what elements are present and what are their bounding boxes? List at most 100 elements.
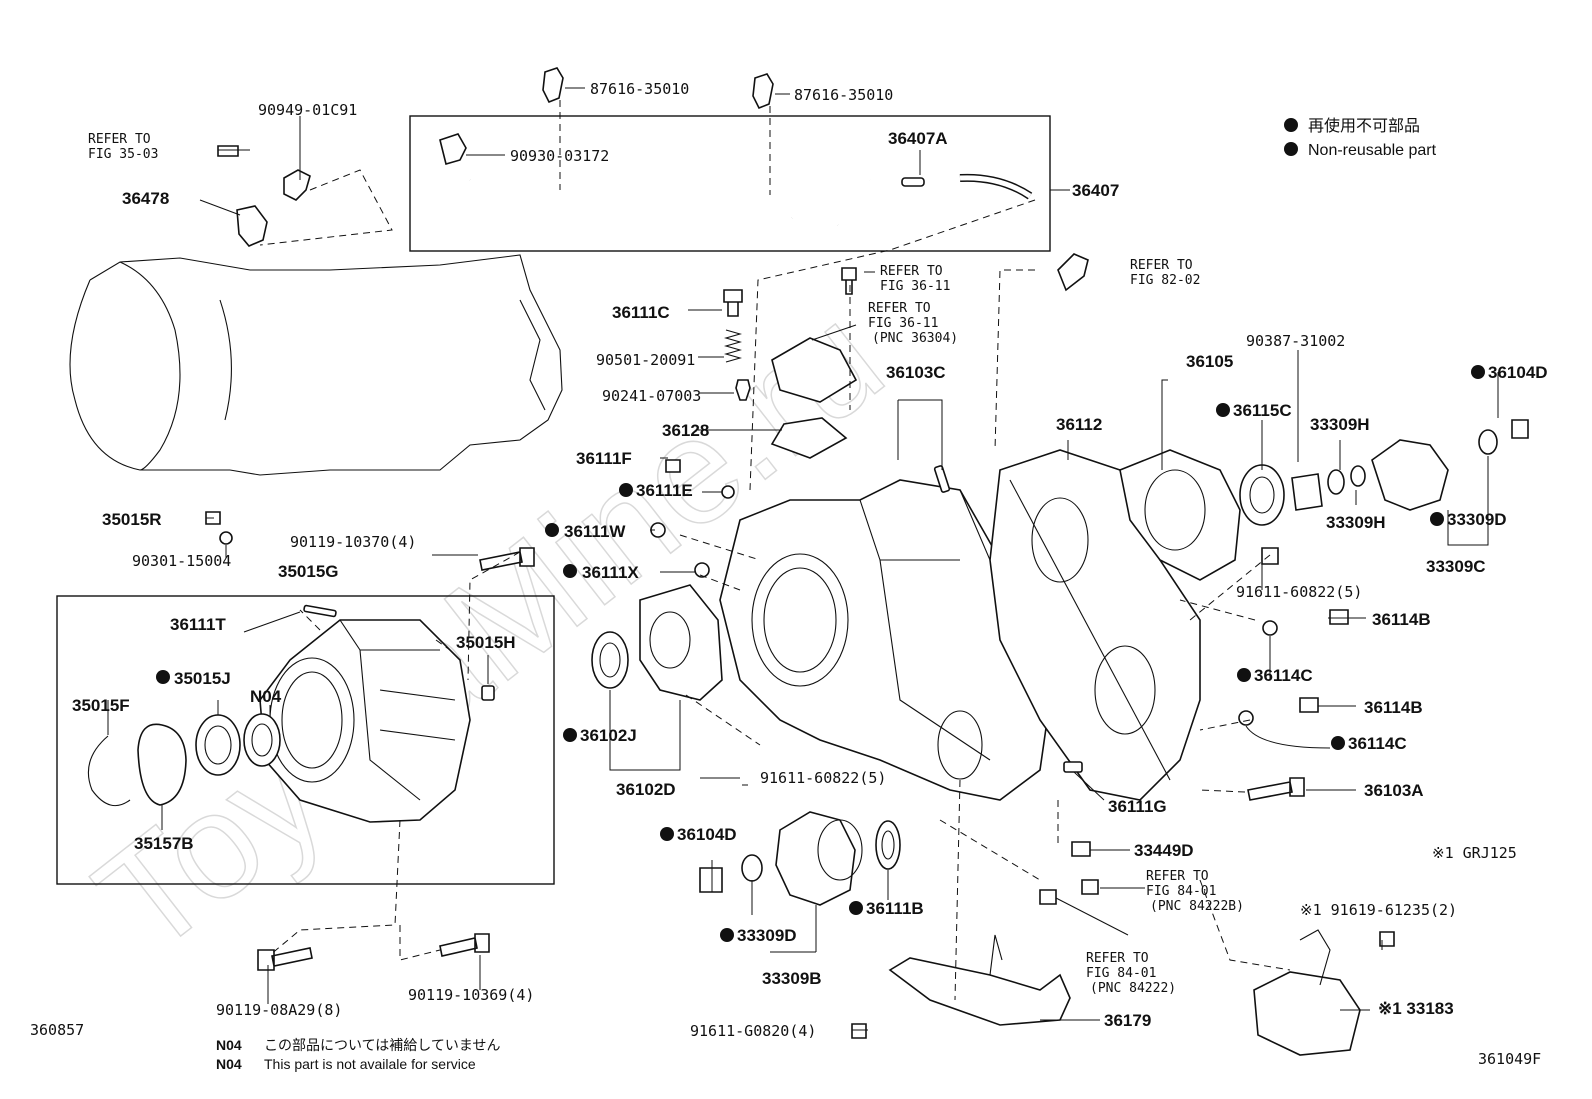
diagram-id-right: 361049F <box>1478 1050 1541 1068</box>
label-36111E: 36111E <box>636 481 693 500</box>
bolt-36103A <box>1247 777 1305 801</box>
bolt-33449D <box>1071 841 1091 857</box>
label-33449D: 33449D <box>1134 841 1194 860</box>
rear-output-housing-36105 <box>1119 449 1241 581</box>
bullet-icon <box>545 523 559 537</box>
gasket-36111X <box>694 562 710 578</box>
label-35015R: 35015R <box>102 510 162 529</box>
legend-bullet-icon <box>1284 118 1298 132</box>
label-33183: ※1 33183 <box>1378 999 1454 1018</box>
oil-seal-36102J <box>591 631 629 689</box>
spacer-90387 <box>1291 473 1323 511</box>
snap-ring-35015F <box>87 735 131 807</box>
clamp-90949 <box>283 169 311 201</box>
ref-36-11-a-l2: FIG 36-11 <box>880 279 950 294</box>
ref-36-11-b-l3: (PNC 36304) <box>872 331 958 346</box>
bullet-icon <box>1237 668 1251 682</box>
ref-36-11-b-l2: FIG 36-11 <box>868 316 938 331</box>
label-90501: 90501-20091 <box>596 351 695 369</box>
leader-lines <box>107 87 1499 1031</box>
gasket-36114C-1 <box>1262 620 1278 636</box>
label-36103C: 36103C <box>886 363 946 382</box>
label-33309Hb: 33309H <box>1326 513 1386 532</box>
diagram-id-left: 360857 <box>30 1021 84 1039</box>
label-36104Db: 36104D <box>677 825 737 844</box>
transmission-mount-33183 <box>1253 929 1361 1056</box>
washer-33309D-2 <box>741 854 763 882</box>
label-36103A: 36103A <box>1364 781 1424 800</box>
label-90930: 90930-03172 <box>510 147 609 165</box>
label-90241: 90241-07003 <box>602 387 701 405</box>
refer-annotations: REFER TO FIG 35-03 REFER TO FIG 36-11 RE… <box>88 132 1244 996</box>
extension-housing <box>259 619 471 823</box>
bolt-90119-10369 <box>439 933 490 957</box>
bullet-icon <box>563 564 577 578</box>
label-36114Ca: 36114C <box>1254 666 1313 685</box>
bolt-36114B-1 <box>1329 609 1349 625</box>
bearing-36115C <box>1239 464 1285 526</box>
label-36104Da: 36104D <box>1488 363 1548 382</box>
ref-84-01-a-l2: FIG 84-01 <box>1146 884 1216 899</box>
ref-84-01-b-l3: (PNC 84222) <box>1090 981 1176 996</box>
bullet-icon <box>619 483 633 497</box>
legend-en: Non-reusable part <box>1308 142 1437 159</box>
gasket-90301 <box>219 531 233 545</box>
ball-90241 <box>735 379 751 401</box>
bolt-84222B <box>1081 879 1099 895</box>
label-N04: N04 <box>250 687 282 706</box>
bolt-84222 <box>1039 889 1057 905</box>
pin-36111T <box>303 604 337 618</box>
bolt-35-03 <box>217 145 239 157</box>
label-90119c: 90119-08A29(8) <box>216 1001 342 1019</box>
bolt-36114B-2 <box>1299 697 1319 713</box>
ref-36-11-b-l1: REFER TO <box>868 301 931 316</box>
note-code-jp: N04 <box>216 1037 242 1053</box>
ref-84-01-a-l1: REFER TO <box>1146 869 1209 884</box>
dust-cover-35157B <box>137 723 187 806</box>
ref-82-02-l2: FIG 82-02 <box>1130 273 1200 288</box>
transfer-protector-36179 <box>888 934 1071 1026</box>
oil-seal-35015J <box>195 714 241 776</box>
bullet-icon <box>1430 512 1444 526</box>
nut-36104D-2 <box>699 867 723 893</box>
label-35015J: 35015J <box>174 669 231 688</box>
note-text-jp: この部品については補給していません <box>264 1037 500 1053</box>
non-reusable-markers <box>156 365 1485 942</box>
bullet-icon <box>849 901 863 915</box>
label-36114Cb: 36114C <box>1348 734 1407 753</box>
label-36407A: 36407A <box>888 129 948 148</box>
footnote-grj125: ※1 GRJ125 <box>1432 844 1517 862</box>
hose-assembly-box <box>409 115 1051 252</box>
label-36111X: 36111X <box>582 563 639 582</box>
bracket-36478 <box>236 205 268 247</box>
label-90949: 90949-01C91 <box>258 101 357 119</box>
label-90301: 90301-15004 <box>132 552 231 570</box>
label-35015H: 35015H <box>456 633 516 652</box>
pin-36111G <box>1063 761 1083 773</box>
gasket-36114C-2 <box>1238 710 1254 726</box>
label-36114Ba: 36114B <box>1372 610 1431 629</box>
label-91611b: 91611-60822(5) <box>1236 583 1362 601</box>
label-90119a: 90119-10370(4) <box>290 533 416 551</box>
note-code-en: N04 <box>216 1056 242 1072</box>
extension-housing-box <box>56 595 555 885</box>
label-36111T: 36111T <box>170 615 226 634</box>
label-36102J: 36102J <box>580 726 637 745</box>
label-33309B: 33309B <box>762 969 822 988</box>
bullet-icon <box>660 827 674 841</box>
legend-jp: 再使用不可部品 <box>1308 117 1420 135</box>
label-91611G: 91611-G0820(4) <box>690 1022 816 1040</box>
bolt-90119-08A29 <box>257 947 313 971</box>
washer-33309H-2 <box>1350 465 1366 487</box>
bullet-icon <box>563 728 577 742</box>
notes: N04 この部品については補給していません N04 This part is n… <box>216 1037 500 1072</box>
label-36115C: 36115C <box>1233 401 1292 420</box>
hose-clip-1 <box>542 67 564 104</box>
label-36128: 36128 <box>662 421 709 440</box>
breather-hose <box>439 133 1033 227</box>
washer-33309D-1 <box>1478 429 1498 455</box>
legend-bullet-icon <box>1284 142 1298 156</box>
ref-84-01-b-l1: REFER TO <box>1086 951 1149 966</box>
label-36111F: 36111F <box>576 449 632 468</box>
